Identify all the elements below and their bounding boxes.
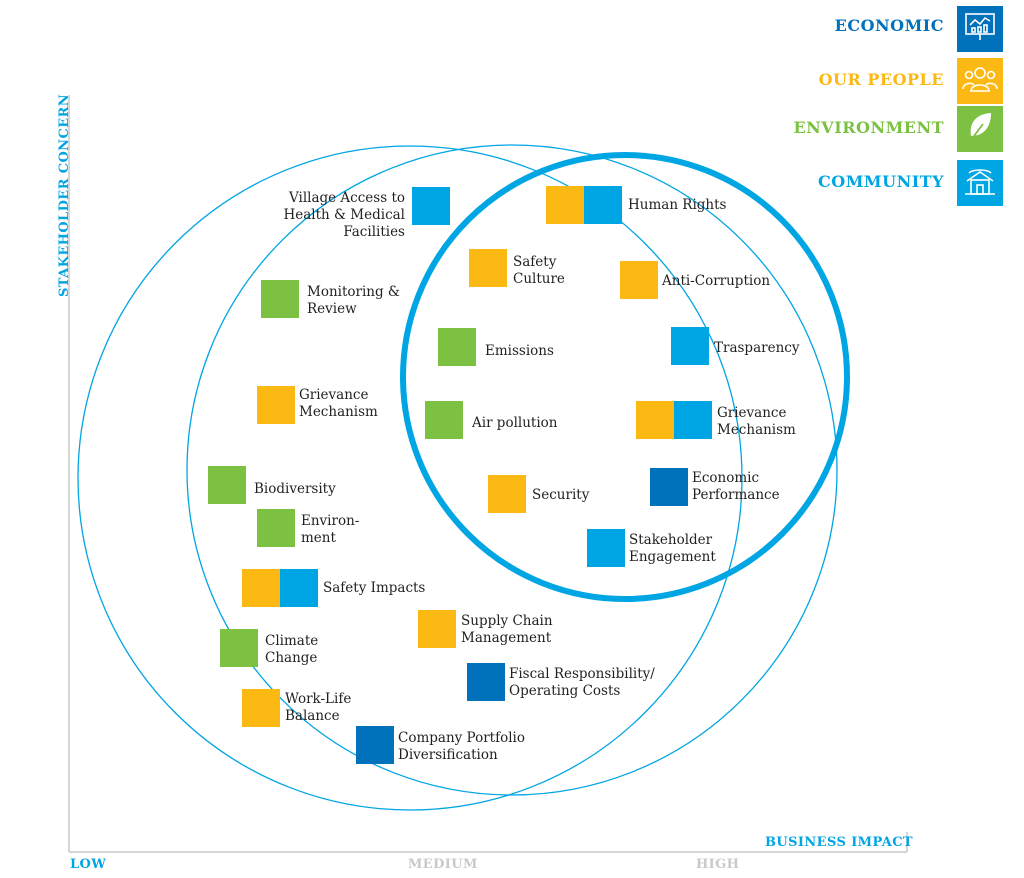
x-axis-label: BUSINESS IMPACT <box>765 835 914 850</box>
house-community-icon <box>963 164 997 202</box>
topic-label: Biodiversity <box>254 481 336 497</box>
topic-label: Village Access to Health & Medical Facil… <box>283 190 405 240</box>
legend-tile-our-people <box>957 58 1003 104</box>
topic-square-community <box>280 569 318 607</box>
axis-tick-low: LOW <box>70 857 107 872</box>
y-axis-label: STAKEHOLDER CONCERN <box>57 94 72 297</box>
topic-square-community <box>412 187 450 225</box>
axis-tick-medium: MEDIUM <box>408 857 478 872</box>
topic-square-environment <box>257 509 295 547</box>
axis-tick-high: HIGH <box>696 857 740 872</box>
legend-label-community: COMMUNITY <box>818 172 944 191</box>
topic-label: Trasparency <box>714 340 800 356</box>
topic-square-our-people <box>488 475 526 513</box>
topic-square-community <box>584 186 622 224</box>
topic-label: Human Rights <box>628 197 727 213</box>
topic-square-environment <box>261 280 299 318</box>
topic-label: Safety Impacts <box>323 580 426 596</box>
topic-label: Emissions <box>485 343 554 359</box>
topic-label: Security <box>532 487 590 503</box>
legend-tile-economic <box>957 6 1003 52</box>
topic-label: Grievance Mechanism <box>717 405 796 438</box>
topic-square-our-people <box>242 689 280 727</box>
medium-concern-circle <box>186 144 838 796</box>
leaf-icon <box>965 110 995 148</box>
topic-label: Monitoring & Review <box>307 284 400 317</box>
high-priority-circle <box>400 152 850 602</box>
topic-square-environment <box>438 328 476 366</box>
topic-square-our-people <box>257 386 295 424</box>
topic-square-community <box>674 401 712 439</box>
topic-label: Climate Change <box>265 633 319 666</box>
topic-label: Economic Performance <box>692 470 780 503</box>
legend-tile-community <box>957 160 1003 206</box>
topic-square-our-people <box>546 186 584 224</box>
people-group-icon <box>962 64 998 98</box>
topic-square-environment <box>208 466 246 504</box>
topic-square-economic <box>467 663 505 701</box>
legend-label-economic: ECONOMIC <box>834 16 944 35</box>
topic-square-our-people <box>242 569 280 607</box>
topic-label: Fiscal Responsibility/ Operating Costs <box>509 666 655 699</box>
topic-square-community <box>587 529 625 567</box>
topic-label: Work-Life Balance <box>285 691 352 724</box>
topic-square-environment <box>425 401 463 439</box>
topic-square-our-people <box>469 249 507 287</box>
topic-square-economic <box>356 726 394 764</box>
topic-square-our-people <box>620 261 658 299</box>
legend-label-environment: ENVIRONMENT <box>793 118 944 137</box>
topic-square-our-people <box>636 401 674 439</box>
topic-label: Anti-Corruption <box>662 273 771 289</box>
topic-label: Supply Chain Management <box>461 613 553 646</box>
low-concern-circle <box>77 145 743 811</box>
topic-square-environment <box>220 629 258 667</box>
legend-tile-environment <box>957 106 1003 152</box>
topic-square-our-people <box>418 610 456 648</box>
topic-square-economic <box>650 468 688 506</box>
topic-square-community <box>671 327 709 365</box>
topic-label: Stakeholder Engagement <box>629 532 716 565</box>
topic-label: Company Portfolio Diversification <box>398 730 525 763</box>
legend-label-our-people: OUR PEOPLE <box>818 70 944 89</box>
topic-label: Safety Culture <box>513 254 565 287</box>
topic-label: Air pollution <box>472 415 558 431</box>
topic-label: Environ- ment <box>301 513 360 546</box>
topic-label: Grievance Mechanism <box>299 387 378 420</box>
presentation-chart-icon <box>963 10 997 48</box>
